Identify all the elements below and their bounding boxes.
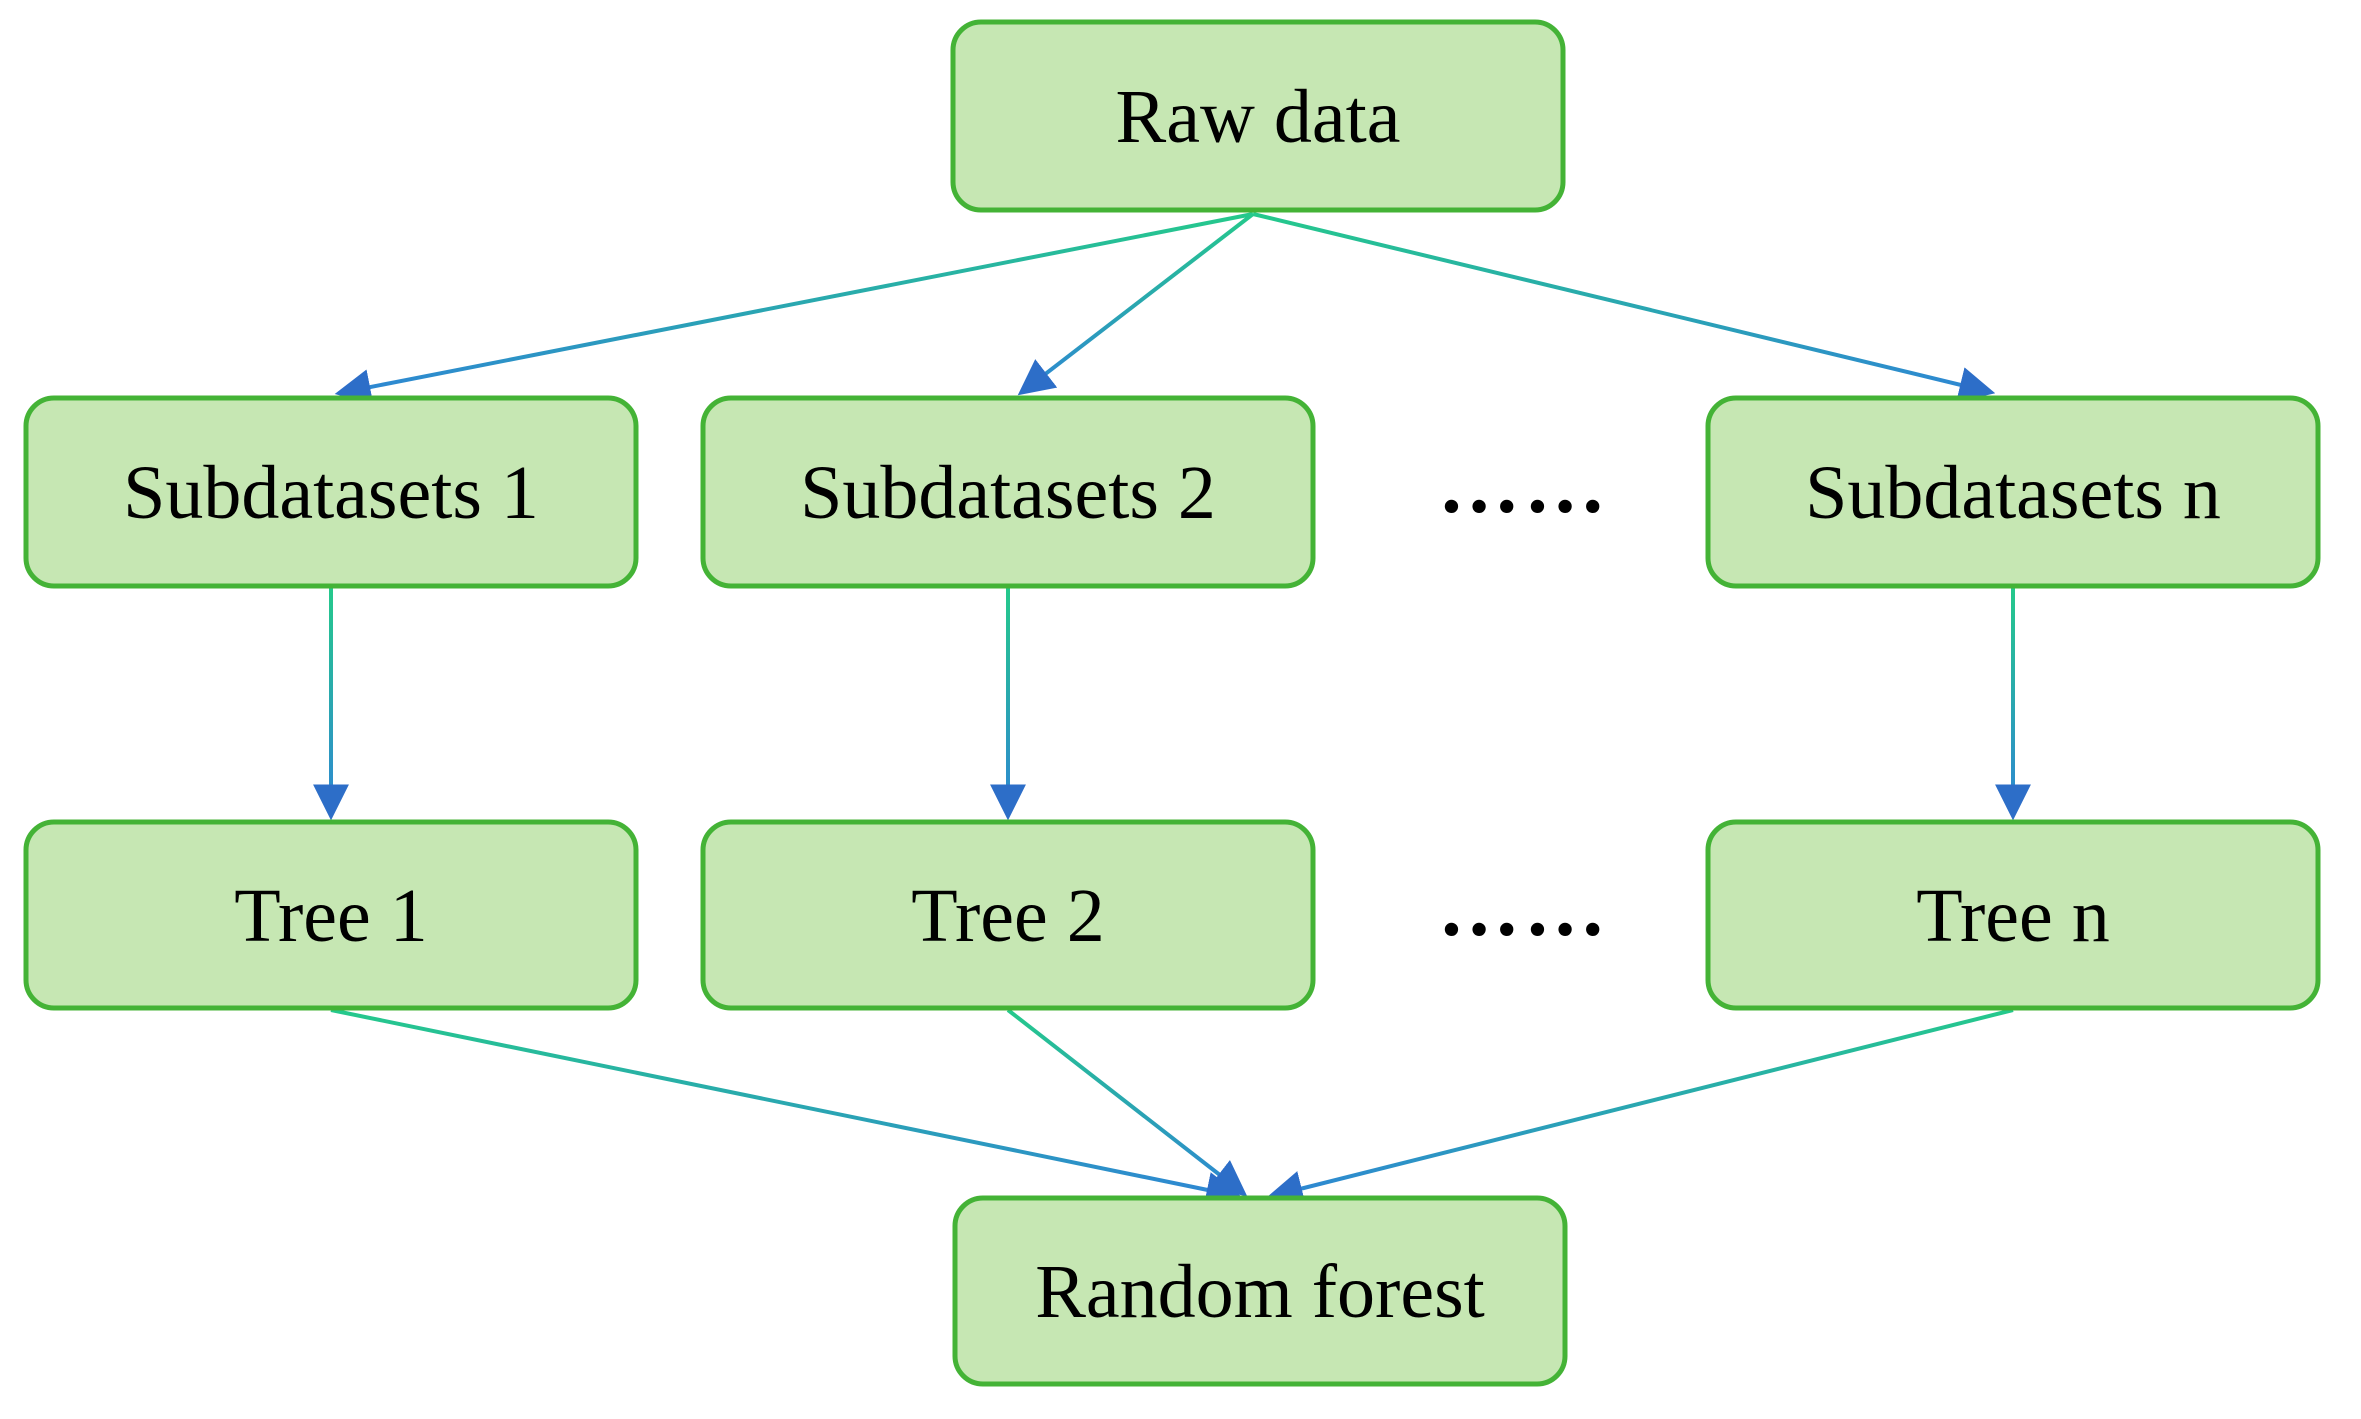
node-tree-1-label: Tree 1 [234, 874, 428, 958]
node-subdatasets-n-label: Subdatasets n [1805, 451, 2221, 535]
node-subdatasets-2-label: Subdatasets 2 [800, 451, 1216, 535]
ellipsis-between-trees: …… [1438, 862, 1610, 953]
node-subdatasets-1: Subdatasets 1 [23, 395, 639, 589]
edge-tree2-to-randomforest [1006, 1008, 1248, 1197]
node-tree-2-label: Tree 2 [911, 874, 1105, 958]
edge-treen-to-randomforest [1266, 1008, 2014, 1207]
node-tree-n: Tree n [1705, 819, 2321, 1011]
node-subdatasets-2: Subdatasets 2 [700, 395, 1316, 589]
node-tree-n-box [1705, 819, 2321, 1011]
node-tree-2-box [700, 819, 1316, 1011]
edge-rawdata-to-subdatasets2 [1017, 212, 1255, 396]
node-raw-data-box [950, 19, 1566, 213]
node-tree-1: Tree 1 [23, 819, 639, 1011]
node-subdatasets-n-box [1705, 395, 2321, 589]
node-random-forest-box [952, 1195, 1568, 1387]
edge-rawdata-to-subdatasets1 [334, 212, 1254, 405]
node-subdatasets-1-box [23, 395, 639, 589]
node-random-forest-label: Random forest [1035, 1250, 1485, 1334]
edge-tree1-to-randomforest [330, 1008, 1243, 1208]
node-tree-n-label: Tree n [1916, 874, 2110, 958]
node-random-forest: Random forest [952, 1195, 1568, 1387]
node-subdatasets-2-box [700, 395, 1316, 589]
node-raw-data-label: Raw data [1116, 75, 1401, 159]
node-tree-2: Tree 2 [700, 819, 1316, 1011]
node-raw-data: Raw data [950, 19, 1566, 213]
ellipsis-between-subdatasets: …… [1438, 439, 1610, 530]
node-tree-1-box [23, 819, 639, 1011]
node-subdatasets-1-label: Subdatasets 1 [123, 451, 539, 535]
edges [313, 212, 2031, 1208]
edge-rawdata-to-subdatasetsn [1252, 212, 1996, 403]
node-subdatasets-n: Subdatasets n [1705, 395, 2321, 589]
